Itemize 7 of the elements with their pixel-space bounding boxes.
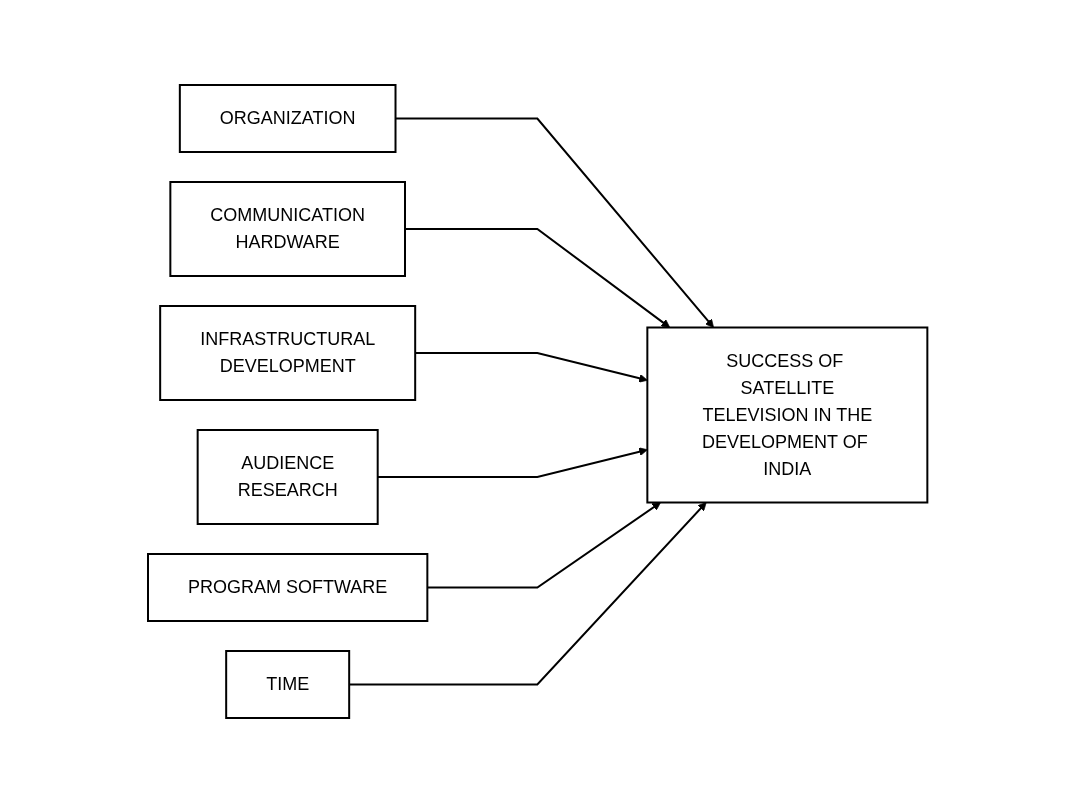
- node-box: SUCCESS OF SATELLITE TELEVISION IN THE DEVELOPMENT OF INDIA: [646, 326, 929, 503]
- node-box: ORGANIZATION: [178, 83, 397, 153]
- node-box: COMMUNICATION HARDWARE: [169, 180, 406, 277]
- node-box: INFRASTRUCTURAL DEVELOPMENT: [159, 304, 416, 401]
- node-box: AUDIENCE RESEARCH: [196, 428, 379, 525]
- node-box: TIME: [225, 649, 350, 719]
- node-box: PROGRAM SOFTWARE: [146, 552, 429, 622]
